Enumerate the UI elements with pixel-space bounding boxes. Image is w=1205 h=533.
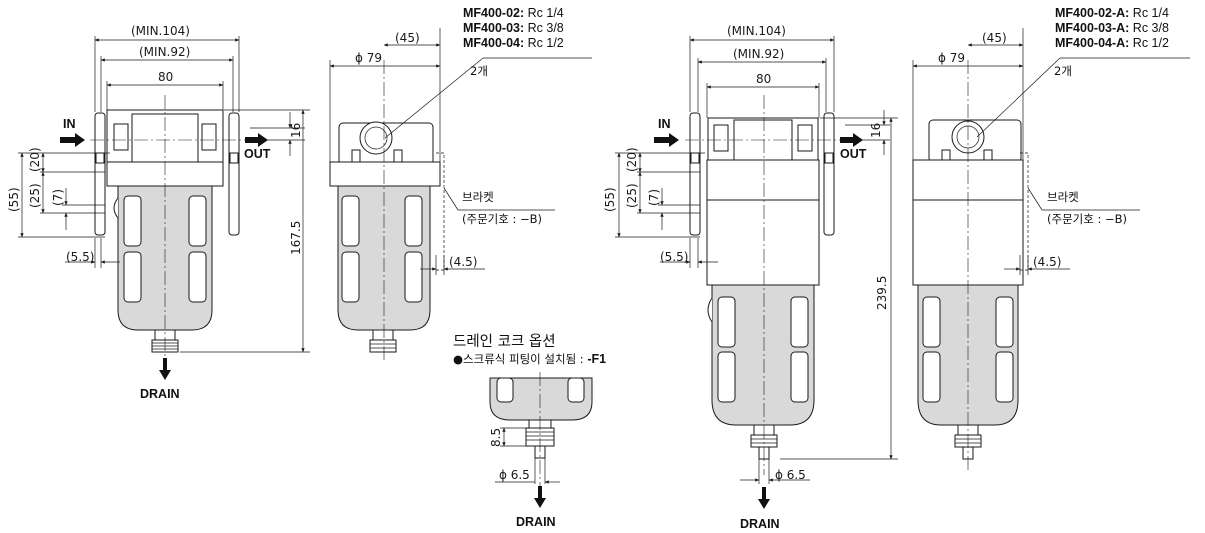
bracket-code: (주문기호 : −B) <box>462 212 542 226</box>
dim-55: (55) <box>7 187 21 212</box>
view-standard-front <box>18 36 310 360</box>
model-a-line-2: MF400-03-A: Rc 3/8 <box>1055 21 1169 35</box>
dim-55: (55) <box>603 187 617 212</box>
in-label: IN <box>63 117 76 131</box>
qty-note: 2개 <box>470 64 488 78</box>
view-drain-option <box>489 372 593 495</box>
dim-20: (20) <box>625 147 639 172</box>
in-arrow-icon <box>60 133 85 147</box>
drain-arrow-icon <box>758 487 770 509</box>
view-standard-side <box>329 28 592 360</box>
dim-4-5: (4.5) <box>449 255 477 269</box>
dim-45: (45) <box>982 31 1007 45</box>
dim-min104: (MIN.104) <box>727 24 786 38</box>
dim-width80: 80 <box>158 70 173 84</box>
in-arrow-icon <box>654 133 679 147</box>
dim-45: (45) <box>395 31 420 45</box>
port-arrows <box>60 133 863 509</box>
out-label: OUT <box>244 147 271 161</box>
drain-arrow-icon <box>534 486 546 508</box>
qty-note: 2개 <box>1054 64 1072 78</box>
dim-phi6-5: ϕ 6.5 <box>775 468 806 482</box>
view-a-side <box>912 28 1190 470</box>
dim-25: (25) <box>28 183 42 208</box>
bracket-label: 브라켓 <box>1047 190 1079 204</box>
in-label: IN <box>658 117 671 131</box>
dim-167-5: 167.5 <box>289 221 303 255</box>
drain-label: DRAIN <box>740 517 780 531</box>
dim-16: 16 <box>869 123 883 138</box>
dim-8-5: 8.5 <box>489 428 503 447</box>
drain-arrow-icon <box>159 358 171 380</box>
view-a-front <box>615 36 898 484</box>
model-line-3: MF400-04: Rc 1/2 <box>463 36 564 50</box>
out-label: OUT <box>840 147 867 161</box>
drain-label: DRAIN <box>516 515 556 529</box>
dim-239-5: 239.5 <box>875 276 889 310</box>
drain-label: DRAIN <box>140 387 180 401</box>
dim-phi6-5: ϕ 6.5 <box>499 468 530 482</box>
model-line-1: MF400-02: Rc 1/4 <box>463 6 564 20</box>
dim-5-5: (5.5) <box>660 250 688 264</box>
model-a-line-1: MF400-02-A: Rc 1/4 <box>1055 6 1169 20</box>
dim-7: (7) <box>647 189 661 206</box>
dim-phi79: ϕ 79 <box>355 51 382 65</box>
bracket-code: (주문기호 : −B) <box>1047 212 1127 226</box>
model-a-line-3: MF400-04-A: Rc 1/2 <box>1055 36 1169 50</box>
dim-min92: (MIN.92) <box>733 47 784 61</box>
model-line-2: MF400-03: Rc 3/8 <box>463 21 564 35</box>
drain-option-title: 드레인 코크 옵션 <box>453 333 556 350</box>
dim-20: (20) <box>28 147 42 172</box>
bracket-label: 브라켓 <box>462 190 494 204</box>
dim-16: 16 <box>289 123 303 138</box>
out-arrow-icon <box>840 133 863 147</box>
out-arrow-icon <box>245 133 268 147</box>
dim-width80: 80 <box>756 72 771 86</box>
dim-5-5: (5.5) <box>66 250 94 264</box>
dim-phi79: ϕ 79 <box>938 51 965 65</box>
drain-option-desc: ●스크류식 피팅이 설치됨 : -F1 <box>453 352 606 366</box>
dim-4-5: (4.5) <box>1033 255 1061 269</box>
dim-min104: (MIN.104) <box>131 24 190 38</box>
dim-25: (25) <box>625 183 639 208</box>
dim-min92: (MIN.92) <box>139 45 190 59</box>
dim-7: (7) <box>51 189 65 206</box>
